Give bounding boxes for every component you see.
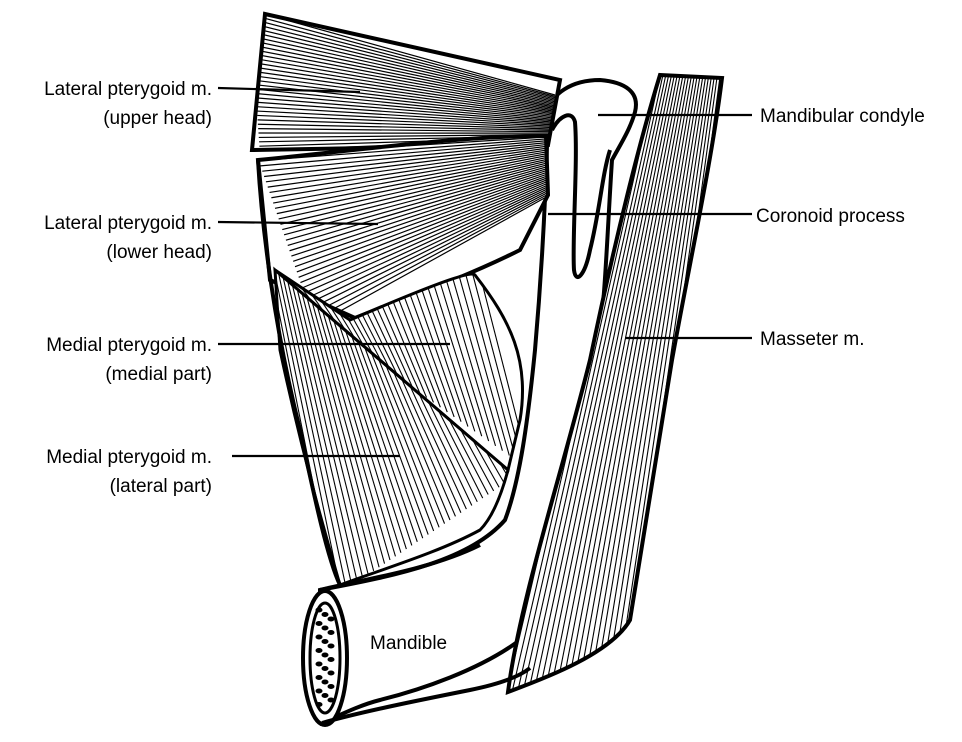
bone-marrow-speck [316,662,323,667]
label-condyle: Mandibular condyle [760,106,925,127]
label-coronoid: Coronoid process [756,206,905,227]
bone-marrow-speck [322,666,329,671]
bone-marrow-speck [322,653,329,658]
bone-marrow-speck [328,698,335,703]
bone-marrow-speck [316,702,323,707]
mandible-cross-section [303,591,347,725]
label-mp-medial-line1: Medial pterygoid m. [46,335,212,356]
bone-marrow-speck [328,684,335,689]
bone-marrow-speck [316,621,323,626]
label-mp-medial-line2: (medial part) [105,364,212,385]
label-masseter: Masseter m. [760,329,865,350]
label-mandible: Mandible [370,633,447,654]
bone-marrow-speck [322,680,329,685]
label-lp-lower-line1: Lateral pterygoid m. [44,213,212,234]
label-mp-lateral-line2: (lateral part) [110,476,212,497]
label-lp-upper-line1: Lateral pterygoid m. [44,79,212,100]
bone-marrow-speck [322,639,329,644]
bone-marrow-speck [316,648,323,653]
bone-marrow-speck [322,626,329,631]
bone-marrow-speck [316,608,323,613]
bone-marrow-speck [328,657,335,662]
bone-marrow-speck [328,630,335,635]
bone-marrow-speck [322,612,329,617]
bone-marrow-speck [328,671,335,676]
bone-marrow-speck [316,689,323,694]
bone-marrow-speck [322,693,329,698]
bone-marrow-speck [328,617,335,622]
bone-marrow-speck [316,635,323,640]
label-lp-lower-line2: (lower head) [106,242,212,263]
label-mp-lateral-line1: Medial pterygoid m. [46,447,212,468]
bone-marrow-speck [328,644,335,649]
label-lp-upper-line2: (upper head) [103,108,212,129]
bone-marrow-speck [316,675,323,680]
lateral-pterygoid-upper-head [250,10,560,155]
